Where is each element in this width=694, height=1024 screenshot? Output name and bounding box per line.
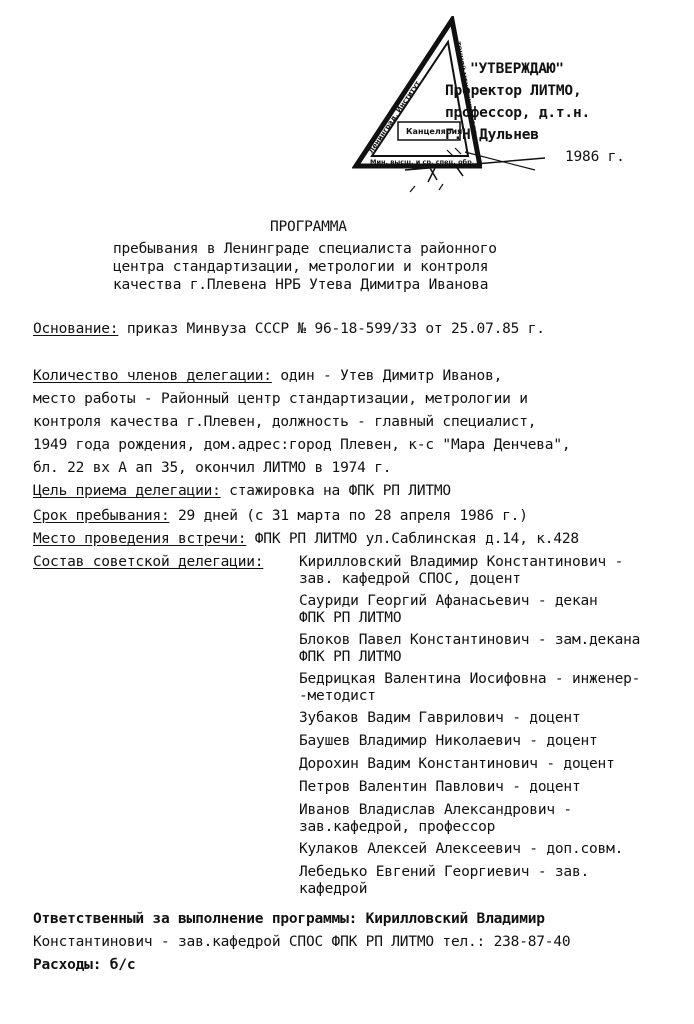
- purpose-label: Цель приема делегации:: [33, 483, 221, 499]
- approval-year: 1986 г.: [565, 149, 625, 165]
- member-line: Кирилловский Владимир Константинович -: [299, 554, 624, 570]
- approval-signatory: Г.Н.Дульнев: [445, 127, 539, 143]
- program-subtitle-line: пребывания в Ленинграде специалиста райо…: [113, 241, 497, 257]
- expenses-line: Расходы: б/с: [33, 957, 136, 973]
- soviet-label: Состав советской делегации:: [33, 554, 264, 570]
- basis-text: приказ Минвуза СССР № 96-18-599/33 от 25…: [118, 321, 545, 337]
- program-subtitle-line: качества г.Плевена НРБ Утева Димитра Ива…: [113, 277, 489, 293]
- delegation-line: место работы - Районный центр стандартиз…: [33, 391, 528, 407]
- member-line: -методист: [299, 688, 376, 704]
- venue-row: Место проведения встречи: ФПК РП ЛИТМО у…: [33, 530, 579, 548]
- member-line: Бедрицкая Валентина Иосифовна - инженер-: [299, 671, 641, 687]
- approval-degree: профессор, д.т.н.: [445, 105, 591, 121]
- member-line: ФПК РП ЛИТМО: [299, 649, 402, 665]
- stay-text: 29 дней (с 31 марта по 28 апреля 1986 г.…: [169, 508, 528, 524]
- triangular-stamp: Ленинград, Институт ТОЧНОЙ МЕХАНИКИ И ОП…: [352, 16, 482, 169]
- member-line: ФПК РП ЛИТМО: [299, 610, 402, 626]
- stamp-text-center: Канцелярия: [406, 127, 462, 136]
- member-line: зав.кафедрой, профессор: [299, 819, 496, 835]
- venue-label: Место проведения встречи:: [33, 531, 247, 547]
- basis-label: Основание:: [33, 321, 119, 337]
- program-title: ПРОГРАММА: [270, 219, 347, 235]
- delegation-first-line: один - Утев Димитр Иванов,: [271, 368, 503, 384]
- delegation-line: контроля качества г.Плевен, должность - …: [33, 414, 537, 430]
- member-line: Петров Валентин Павлович - доцент: [299, 779, 581, 795]
- delegation-line: 1949 года рождения, дом.адрес:город Плев…: [33, 437, 571, 453]
- delegation-row: Количество членов делегации: один - Утев…: [33, 367, 502, 385]
- program-subtitle-line: центра стандартизации, метрологии и конт…: [113, 259, 489, 275]
- member-line: Кулаков Алексей Алексеевич - доп.совм.: [299, 841, 624, 857]
- approval-position: Проректор ЛИТМО,: [445, 83, 582, 99]
- member-line: зав. кафедрой СПОС, доцент: [299, 571, 521, 587]
- purpose-row: Цель приема делегации: стажировка на ФПК…: [33, 482, 451, 500]
- member-line: Блоков Павел Константинович - зам.декана: [299, 632, 641, 648]
- stay-label: Срок пребывания:: [33, 508, 170, 524]
- responsible-line: Ответственный за выполнение программы: К…: [33, 911, 545, 927]
- purpose-text: стажировка на ФПК РП ЛИТМО: [220, 483, 451, 499]
- member-line: Баушев Владимир Николаевич - доцент: [299, 733, 598, 749]
- member-line: Зубаков Вадим Гаврилович - доцент: [299, 710, 581, 726]
- member-line: кафедрой: [299, 881, 368, 897]
- approval-title: "УТВЕРЖДАЮ": [470, 61, 564, 77]
- member-line: Сауриди Георгий Афанасьевич - декан: [299, 593, 598, 609]
- member-line: Дорохин Вадим Константинович - доцент: [299, 756, 615, 772]
- basis-row: Основание: приказ Минвуза СССР № 96-18-5…: [33, 320, 545, 338]
- delegation-line: бл. 22 вх А ап 35, окончил ЛИТМО в 1974 …: [33, 460, 392, 476]
- stay-row: Срок пребывания: 29 дней (с 31 марта по …: [33, 507, 528, 525]
- handwritten-signature: [404, 147, 546, 193]
- responsible-line-2: Константинович - зав.кафедрой СПОС ФПК Р…: [33, 934, 571, 950]
- stamp-text-bottom: Мин. высш. и ср. спец. обр.: [370, 158, 474, 166]
- venue-text: ФПК РП ЛИТМО ул.Саблинская д.14, к.428: [246, 531, 579, 547]
- delegation-label: Количество членов делегации:: [33, 368, 272, 384]
- member-line: Лебедько Евгений Георгиевич - зав.: [299, 864, 590, 880]
- member-line: Иванов Владислав Александрович -: [299, 802, 572, 818]
